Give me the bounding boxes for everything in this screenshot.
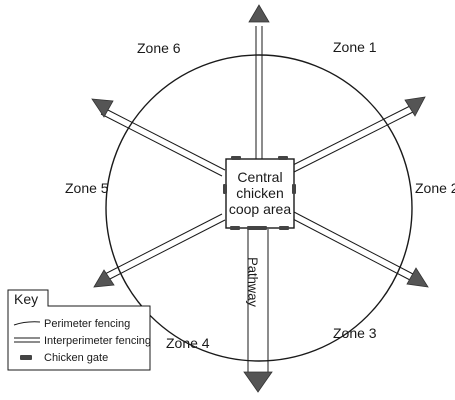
perimeter-fence [105, 54, 413, 362]
zone-6-label: Zone 6 [137, 40, 181, 56]
arrow-north-icon [248, 4, 270, 23]
double-line-icon [14, 337, 40, 343]
arrow-southwest-icon [93, 269, 115, 288]
gate-icon [279, 226, 289, 230]
arrow-southeast-icon [406, 267, 429, 288]
coop-label-line2: chicken [236, 185, 283, 201]
coop-label-line1: Central [237, 169, 282, 185]
chicken-gates [223, 156, 296, 230]
zone-2-label: Zone 2 [415, 180, 455, 196]
key-legend: Key Perimeter fencing Interperimeter fen… [7, 289, 151, 371]
key-item-label: Chicken gate [44, 352, 108, 364]
interperimeter-fences [100, 26, 414, 372]
gate-icon [230, 226, 240, 230]
pathway-label: Pathway [245, 257, 260, 307]
zone-3-label: Zone 3 [333, 325, 377, 341]
single-line-icon [13, 321, 41, 326]
gate-icon [231, 156, 241, 160]
fence-southeast [290, 211, 414, 281]
key-item-label: Perimeter fencing [44, 318, 130, 330]
key-box [7, 289, 151, 371]
gate-icon [223, 184, 227, 194]
arrow-northwest-icon [91, 98, 114, 118]
gate-icon [292, 184, 296, 194]
key-item-label: Interperimeter fencing [44, 335, 151, 347]
gate-icon [247, 226, 267, 230]
fence-north [255, 26, 263, 160]
coop-label-line3: coop area [229, 201, 291, 217]
fence-southwest [100, 213, 226, 283]
key-title: Key [14, 291, 38, 307]
zone-1-label: Zone 1 [333, 39, 377, 55]
gate-icon [278, 156, 288, 160]
arrowheads [91, 4, 429, 393]
gate-icon [20, 355, 32, 360]
arrow-northeast-icon [404, 96, 426, 117]
fence-northwest [100, 107, 226, 177]
pathway-fence [247, 229, 269, 372]
zone-5-label: Zone 5 [65, 180, 109, 196]
zone-4-label: Zone 4 [166, 335, 210, 351]
arrow-south-icon [243, 371, 273, 393]
fence-northeast [290, 105, 414, 173]
